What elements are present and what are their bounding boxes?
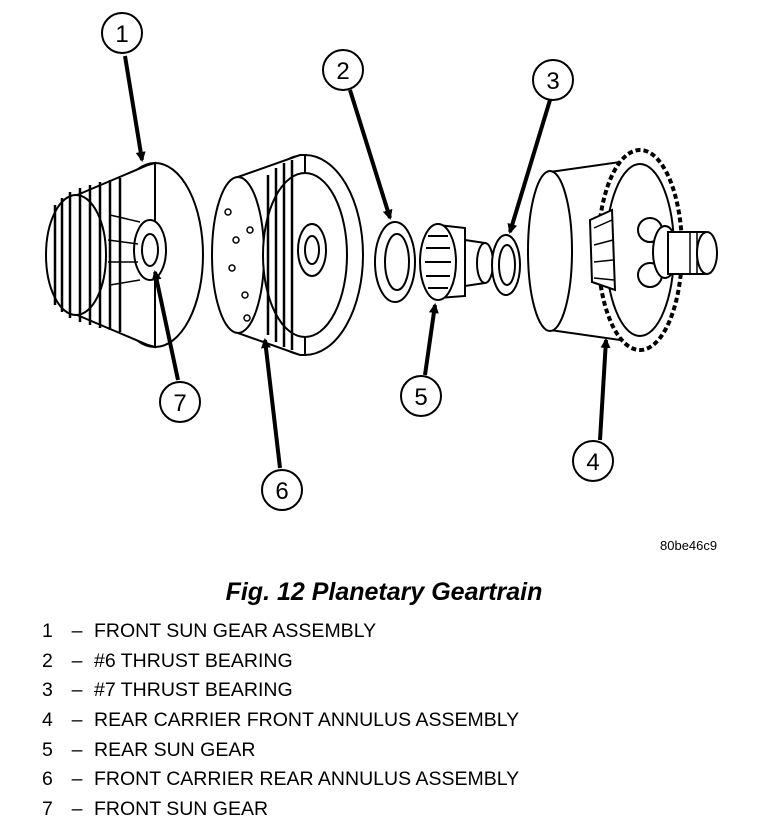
arrow-1 bbox=[123, 55, 146, 162]
legend-dash: – bbox=[71, 679, 83, 702]
front-sun-gear-assembly-part bbox=[45, 161, 204, 349]
figure-caption: Fig. 12 Planetary Geartrain bbox=[225, 578, 543, 606]
legend-item: 5–REAR SUN GEAR bbox=[42, 736, 519, 766]
figure-code: 80be46c9 bbox=[660, 538, 718, 553]
callout-circle-1 bbox=[101, 12, 143, 54]
legend-item: 6–FRONT CARRIER REAR ANNULUS ASSEMBLY bbox=[42, 765, 519, 795]
arrow-7 bbox=[151, 270, 180, 381]
callout-numbers: 1 2 3 4 5 6 7 bbox=[115, 21, 599, 505]
legend-number: 6 bbox=[42, 768, 53, 791]
legend-dash: – bbox=[71, 620, 83, 642]
arrow-6 bbox=[260, 338, 282, 469]
legend-dash: – bbox=[71, 768, 83, 791]
front-carrier-rear-annulus-part bbox=[211, 154, 364, 356]
thrust-bearing-7-part bbox=[491, 234, 521, 296]
legend-dash: – bbox=[71, 798, 83, 821]
legend-number: 3 bbox=[42, 679, 53, 702]
callout-circle-7 bbox=[159, 381, 201, 423]
callout-circle-3 bbox=[532, 59, 574, 101]
legend-text: #6 THRUST BEARING bbox=[94, 649, 293, 672]
legend-number: 7 bbox=[42, 798, 53, 821]
legend-text: #7 THRUST BEARING bbox=[94, 679, 293, 702]
callout-number-3: 3 bbox=[546, 68, 559, 95]
legend-number: 2 bbox=[42, 649, 53, 672]
callout-number-1: 1 bbox=[115, 21, 128, 48]
callout-circle-4 bbox=[572, 440, 614, 482]
thrust-bearing-6-part bbox=[374, 221, 416, 303]
callout-number-7: 7 bbox=[173, 390, 186, 417]
callout-circle-6 bbox=[261, 469, 303, 511]
legend-text: FRONT SUN GEAR ASSEMBLY bbox=[94, 620, 377, 642]
rear-sun-gear-part bbox=[419, 223, 494, 301]
arrow-5 bbox=[423, 303, 439, 376]
legend-item: 7–FRONT SUN GEAR bbox=[42, 795, 519, 825]
planetary-geartrain-diagram: 1 2 3 4 5 6 7 bbox=[45, 12, 718, 511]
callout-circle-5 bbox=[400, 375, 442, 417]
callout-number-2: 2 bbox=[336, 58, 349, 85]
legend-number: 4 bbox=[42, 709, 53, 732]
rear-carrier-front-annulus-part bbox=[527, 148, 718, 352]
legend-dash: – bbox=[71, 709, 83, 732]
callout-circle-2 bbox=[322, 49, 364, 91]
callout-circles bbox=[101, 12, 614, 511]
legend-item: 4–REAR CARRIER FRONT ANNULUS ASSEMBLY bbox=[42, 706, 519, 736]
legend-text: REAR SUN GEAR bbox=[94, 738, 256, 761]
legend-dash: – bbox=[71, 738, 83, 761]
callout-arrows bbox=[123, 55, 611, 469]
legend-item: 1–FRONT SUN GEAR ASSEMBLY bbox=[42, 617, 519, 647]
legend-text: FRONT CARRIER REAR ANNULUS ASSEMBLY bbox=[94, 768, 520, 791]
legend-number: 5 bbox=[42, 738, 53, 761]
legend-item: 3–#7 THRUST BEARING bbox=[42, 676, 519, 706]
callout-number-5: 5 bbox=[414, 384, 427, 411]
legend-text: FRONT SUN GEAR bbox=[94, 798, 269, 821]
arrow-4 bbox=[598, 338, 611, 441]
legend-dash: – bbox=[71, 649, 83, 672]
callout-number-6: 6 bbox=[275, 478, 288, 505]
legend-item: 2–#6 THRUST BEARING bbox=[42, 647, 519, 677]
legend-text: REAR CARRIER FRONT ANNULUS ASSEMBLY bbox=[94, 709, 520, 732]
callout-number-4: 4 bbox=[586, 449, 599, 476]
parts-legend: 1–FRONT SUN GEAR ASSEMBLY 2–#6 THRUST BE… bbox=[42, 617, 519, 825]
arrow-2 bbox=[348, 89, 393, 220]
legend-number: 1 bbox=[42, 620, 53, 642]
arrow-3 bbox=[507, 99, 552, 234]
